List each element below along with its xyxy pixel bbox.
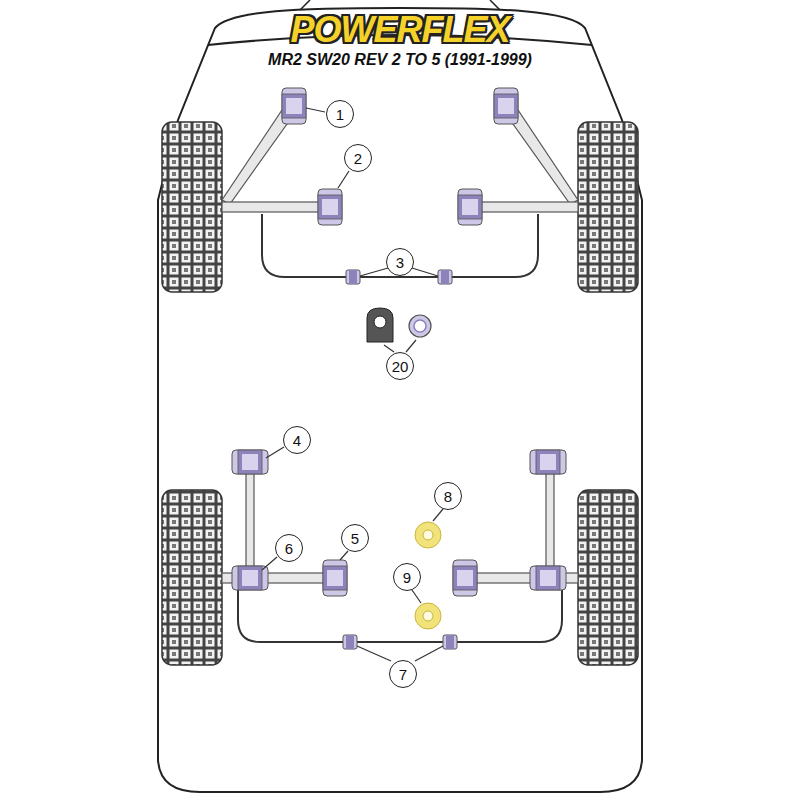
callout-number: 8 <box>434 482 462 510</box>
callout-number: 7 <box>389 660 417 688</box>
callout-number: 9 <box>393 563 421 591</box>
callout-number: 4 <box>283 426 311 454</box>
callout-number: 3 <box>386 248 414 276</box>
diagram-title: MR2 SW20 REV 2 TO 5 (1991-1999) <box>268 51 532 69</box>
callout-number: 5 <box>341 524 369 552</box>
callout-number: 2 <box>344 144 372 172</box>
callout-number: 6 <box>275 534 303 562</box>
callout-number: 20 <box>386 352 414 380</box>
brand-logo: POWERFLEX <box>290 9 509 51</box>
callout-number: 1 <box>326 100 354 128</box>
